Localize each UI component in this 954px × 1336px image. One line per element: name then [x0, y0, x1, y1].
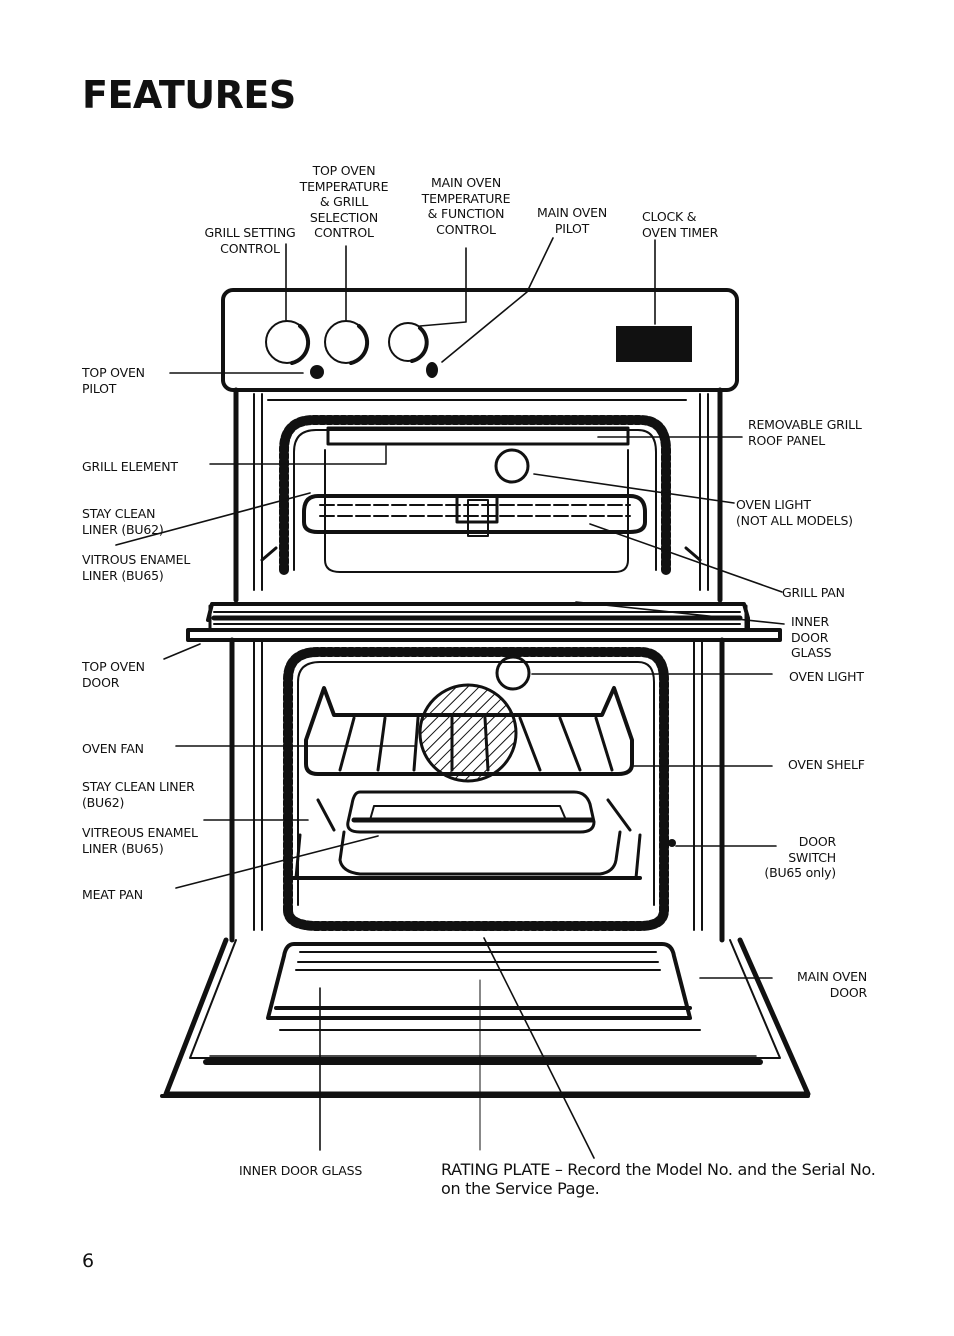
pilot-light-icon: [310, 365, 324, 379]
clock-display-icon: [616, 326, 692, 362]
label-removable-grill-roof-panel: REMOVABLE GRILL ROOF PANEL: [748, 417, 862, 448]
label-grill-pan: GRILL PAN: [782, 585, 845, 600]
label-top-oven-temperature-control: TOP OVEN TEMPERATURE & GRILL SELECTION C…: [299, 163, 389, 240]
label-meat-pan: MEAT PAN: [82, 887, 143, 902]
label-clock-oven-timer: CLOCK & OVEN TIMER: [642, 209, 719, 240]
label-oven-shelf: OVEN SHELF: [788, 757, 865, 772]
label-top-oven-door: TOP OVEN DOOR: [82, 659, 145, 690]
rating-plate-note: RATING PLATE – Record the Model No. and …: [441, 1160, 876, 1198]
label-oven-light-main: OVEN LIGHT: [789, 669, 864, 684]
control-panel: [221, 288, 739, 392]
label-main-oven-door: MAIN OVEN DOOR: [797, 969, 867, 1000]
label-door-switch: DOOR SWITCH (BU65 only): [764, 834, 836, 880]
label-inner-door-glass-bottom: INNER DOOR GLASS: [239, 1163, 363, 1178]
control-knob-icon: [265, 320, 311, 365]
label-main-oven-temperature-control: MAIN OVEN TEMPERATURE & FUNCTION CONTROL: [421, 175, 511, 237]
label-main-oven-pilot: MAIN OVEN PILOT: [537, 205, 607, 236]
label-stay-clean-liner-top: STAY CLEAN LINER (BU62): [82, 506, 164, 537]
label-stay-clean-liner-main: STAY CLEAN LINER (BU62): [82, 779, 195, 810]
label-vitrous-enamel-liner-top: VITROUS ENAMEL LINER (BU65): [82, 552, 191, 583]
label-inner-door-glass-top: INNER DOOR GLASS: [791, 614, 832, 660]
page-title: FEATURES: [82, 73, 296, 117]
label-oven-light-top: OVEN LIGHT (NOT ALL MODELS): [736, 497, 853, 528]
control-knob-icon: [388, 322, 429, 363]
label-grill-setting-control: GRILL SETTING CONTROL: [204, 225, 296, 256]
page-number: 6: [82, 1250, 95, 1272]
leader-lines: [115, 237, 785, 1159]
label-oven-fan: OVEN FAN: [82, 741, 144, 756]
label-grill-element: GRILL ELEMENT: [82, 459, 178, 474]
label-top-oven-pilot: TOP OVEN PILOT: [82, 365, 145, 396]
label-vitreous-enamel-liner-main: VITREOUS ENAMEL LINER (BU65): [82, 825, 198, 856]
pilot-light-icon: [426, 362, 438, 378]
control-knob-icon: [324, 320, 370, 365]
